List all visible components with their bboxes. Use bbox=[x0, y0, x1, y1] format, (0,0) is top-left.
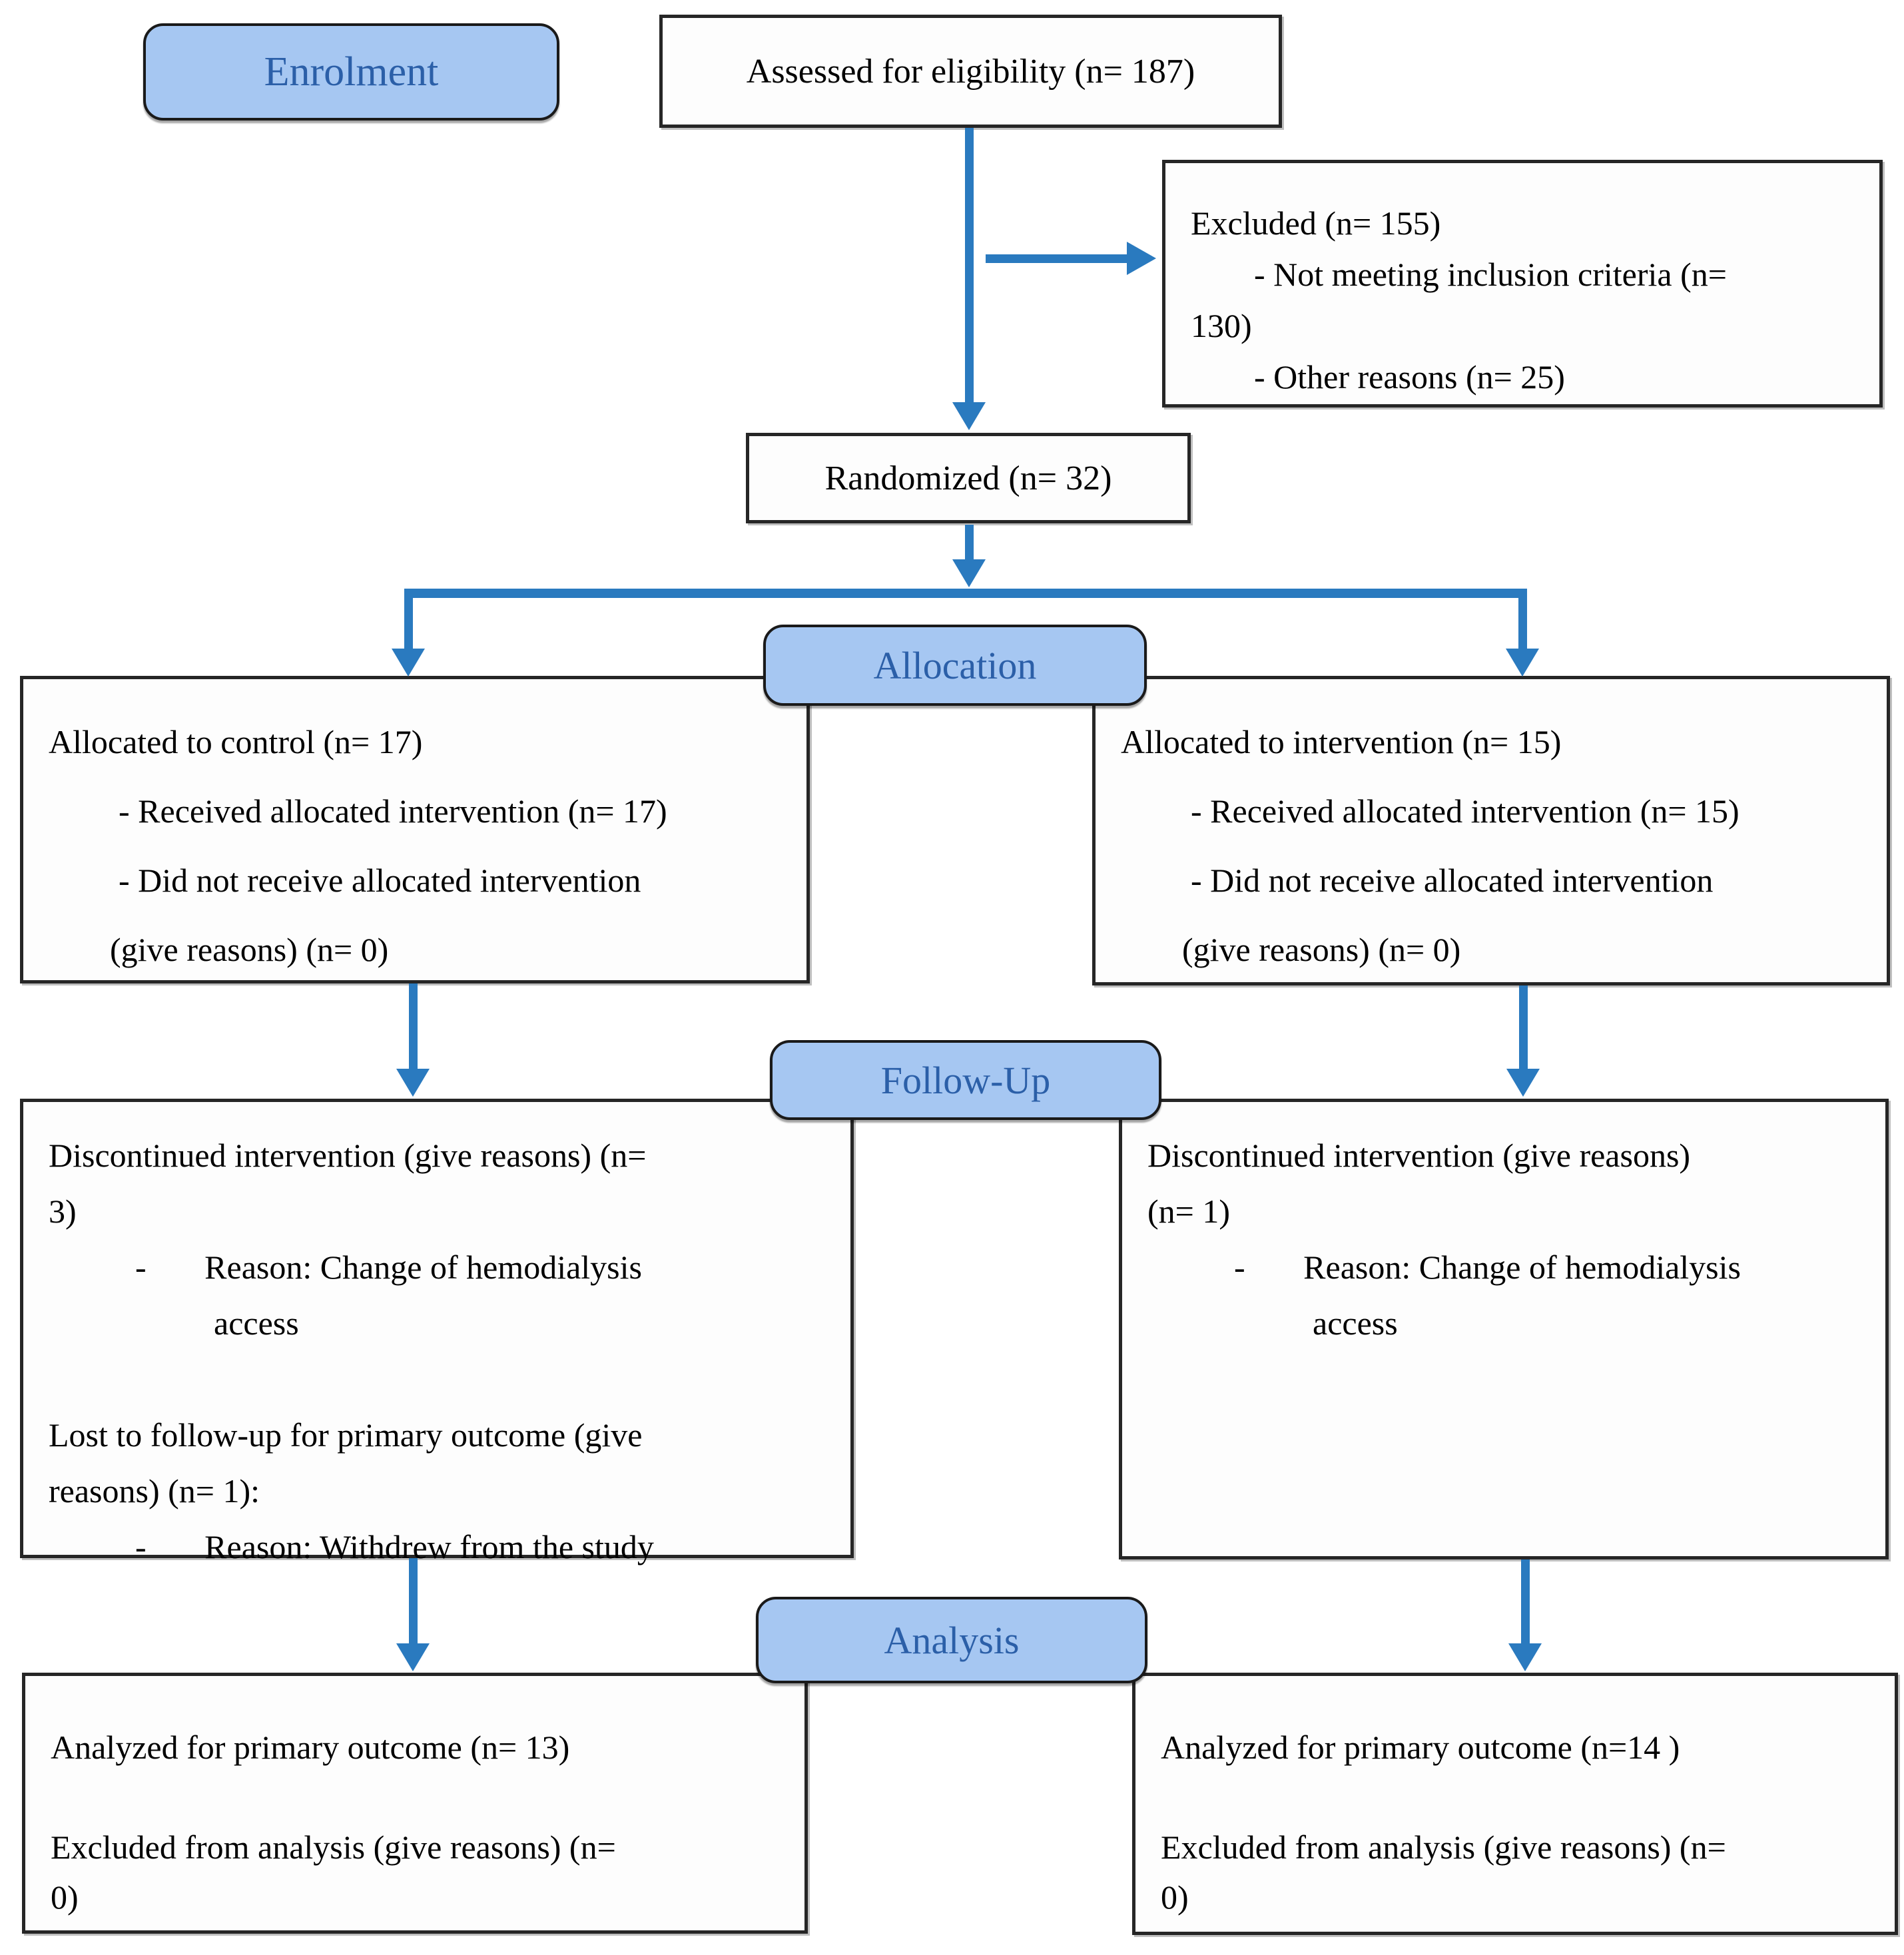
arrowhead-down-icon bbox=[396, 1643, 430, 1671]
box-assessed-eligibility: Assessed for eligibility (n= 187) bbox=[659, 15, 1282, 128]
followup-intervention-line: access bbox=[1313, 1304, 1398, 1342]
arrow-control-to-followup bbox=[409, 983, 418, 1069]
box-allocated-control: Allocated to control (n= 17) - Received … bbox=[20, 676, 810, 983]
arrowhead-right-icon bbox=[1127, 242, 1156, 275]
alloc-control-line: - Did not receive allocated intervention bbox=[119, 862, 641, 899]
box-allocated-intervention: Allocated to intervention (n= 15) - Rece… bbox=[1092, 676, 1890, 985]
arrowhead-down-icon bbox=[952, 559, 986, 587]
stage-pill-follow-up: Follow-Up bbox=[770, 1040, 1161, 1120]
excluded-line: 130) bbox=[1191, 307, 1252, 344]
followup-control-line: Lost to follow-up for primary outcome (g… bbox=[49, 1416, 643, 1454]
analysis-control-line: Analyzed for primary outcome (n= 13) bbox=[51, 1729, 570, 1766]
alloc-intervention-line: (give reasons) (n= 0) bbox=[1182, 931, 1461, 968]
alloc-intervention-line: Allocated to intervention (n= 15) bbox=[1121, 723, 1562, 760]
analysis-intervention-line: Analyzed for primary outcome (n=14 ) bbox=[1161, 1729, 1680, 1766]
arrow-randomized-to-split bbox=[965, 525, 974, 559]
box-followup-intervention: Discontinued intervention (give reasons)… bbox=[1119, 1099, 1889, 1559]
box-followup-control: Discontinued intervention (give reasons)… bbox=[20, 1099, 854, 1565]
split-bar bbox=[408, 589, 1527, 598]
arrow-split-to-control bbox=[404, 589, 413, 649]
alloc-control-line: Allocated to control (n= 17) bbox=[49, 723, 423, 760]
followup-control-line: 3) bbox=[49, 1193, 77, 1230]
arrow-intervention-to-analysis bbox=[1521, 1559, 1530, 1643]
stage-label-enrolment: Enrolment bbox=[264, 49, 439, 95]
stage-pill-allocation: Allocation bbox=[763, 625, 1147, 706]
blank-line bbox=[49, 1351, 825, 1407]
alloc-control-line: - Received allocated intervention (n= 17… bbox=[119, 792, 667, 830]
followup-control-line: Discontinued intervention (give reasons)… bbox=[49, 1137, 647, 1174]
alloc-control-line: (give reasons) (n= 0) bbox=[110, 931, 389, 968]
analysis-intervention-line: 0) bbox=[1161, 1878, 1189, 1916]
followup-intervention-line: - Reason: Change of hemodialysis bbox=[1234, 1249, 1741, 1286]
followup-control-line: - Reason: Change of hemodialysis bbox=[135, 1249, 642, 1286]
followup-control-line: - Reason: Withdrew from the study bbox=[135, 1528, 654, 1565]
arrow-control-to-analysis bbox=[409, 1558, 418, 1643]
stage-pill-analysis: Analysis bbox=[756, 1597, 1147, 1683]
followup-intervention-line: (n= 1) bbox=[1147, 1193, 1230, 1230]
followup-control-line: access bbox=[214, 1304, 299, 1342]
box-excluded: Excluded (n= 155) - Not meeting inclusio… bbox=[1162, 160, 1883, 408]
stage-label-follow-up: Follow-Up bbox=[880, 1058, 1051, 1102]
alloc-intervention-line: - Did not receive allocated intervention bbox=[1191, 862, 1714, 899]
box-analysis-control: Analyzed for primary outcome (n= 13) Exc… bbox=[22, 1673, 808, 1934]
stage-label-analysis: Analysis bbox=[884, 1618, 1020, 1662]
stage-label-allocation: Allocation bbox=[873, 643, 1037, 687]
analysis-control-line: Excluded from analysis (give reasons) (n… bbox=[51, 1828, 616, 1866]
box-analysis-intervention: Analyzed for primary outcome (n=14 ) Exc… bbox=[1132, 1673, 1898, 1935]
arrowhead-down-icon bbox=[396, 1069, 430, 1097]
blank-line bbox=[51, 1773, 779, 1822]
excluded-line: - Other reasons (n= 25) bbox=[1254, 358, 1565, 396]
arrowhead-down-icon bbox=[1506, 649, 1539, 677]
arrow-intervention-to-followup bbox=[1519, 985, 1528, 1069]
alloc-intervention-line: - Received allocated intervention (n= 15… bbox=[1191, 792, 1740, 830]
blank-line bbox=[1161, 1773, 1869, 1822]
arrow-assessed-to-randomized bbox=[965, 128, 974, 402]
arrowhead-down-icon bbox=[1506, 1069, 1540, 1097]
analysis-control-line: 0) bbox=[51, 1878, 79, 1916]
followup-intervention-line: Discontinued intervention (give reasons) bbox=[1147, 1137, 1691, 1174]
stage-pill-enrolment: Enrolment bbox=[143, 23, 559, 121]
box-randomized: Randomized (n= 32) bbox=[746, 433, 1191, 523]
analysis-intervention-line: Excluded from analysis (give reasons) (n… bbox=[1161, 1828, 1726, 1866]
arrow-to-excluded bbox=[986, 254, 1127, 263]
arrowhead-down-icon bbox=[392, 649, 425, 677]
arrowhead-down-icon bbox=[1508, 1643, 1542, 1671]
followup-control-line: reasons) (n= 1): bbox=[49, 1472, 260, 1510]
assessed-text: Assessed for eligibility (n= 187) bbox=[746, 52, 1195, 91]
excluded-line: - Not meeting inclusion criteria (n= bbox=[1254, 256, 1727, 293]
randomized-text: Randomized (n= 32) bbox=[824, 459, 1112, 497]
excluded-line: Excluded (n= 155) bbox=[1191, 204, 1441, 242]
arrow-split-to-intervention bbox=[1518, 589, 1527, 649]
arrowhead-down-icon bbox=[952, 402, 986, 430]
